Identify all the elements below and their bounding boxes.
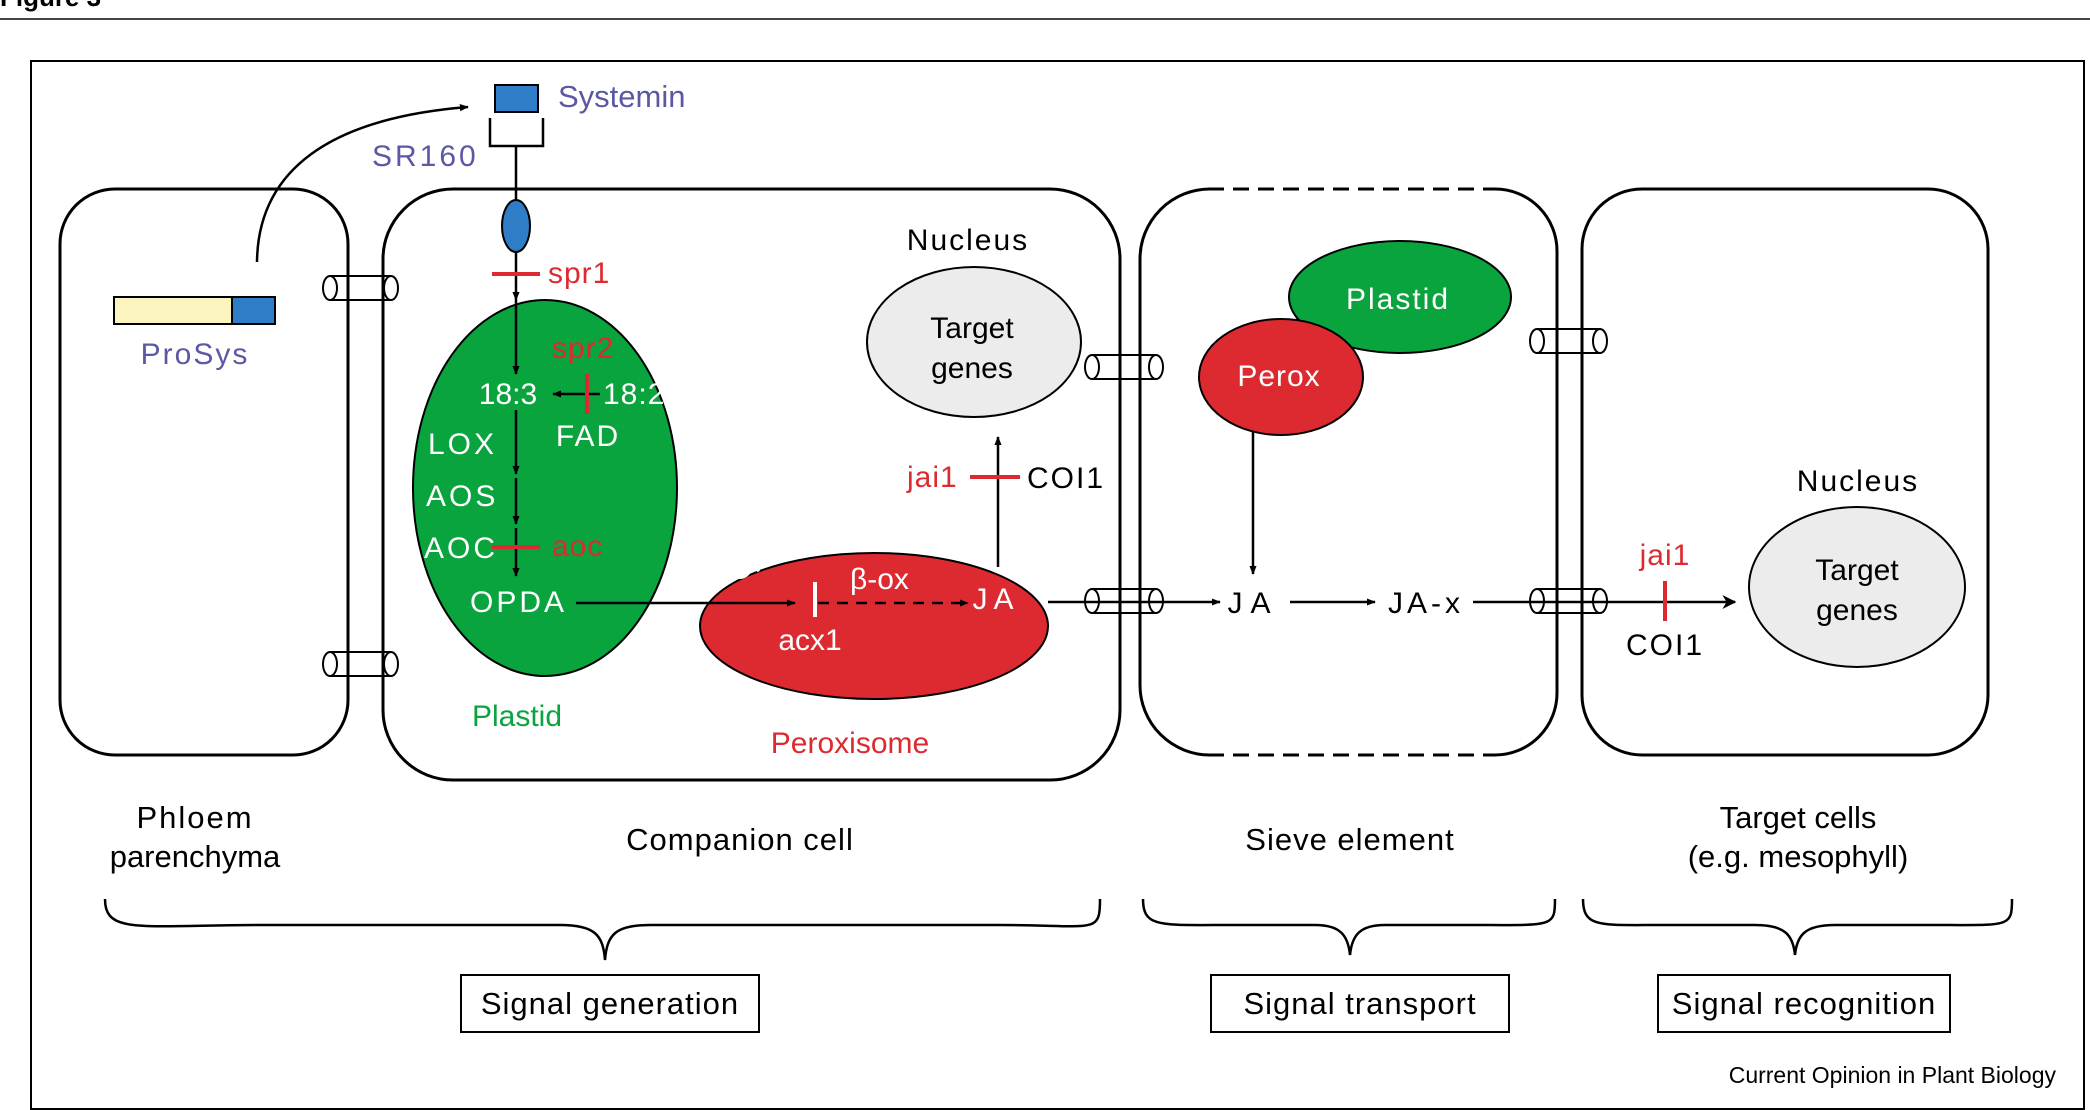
plastid-organelle	[412, 299, 678, 677]
plasmodesma-3	[1084, 354, 1164, 380]
brace-signal-transport	[1141, 898, 1557, 956]
companion-cell-caption: Companion cell	[626, 822, 854, 857]
plasmodesma-6	[1529, 588, 1608, 614]
prosys-systemin-domain	[231, 296, 276, 325]
sieve-plastid-label: Plastid	[1346, 283, 1450, 316]
nucleus-label-2: Nucleus	[1797, 465, 1919, 498]
signal-transport-label: Signal transport	[1243, 986, 1476, 1021]
jax-label: JA-x	[1388, 587, 1464, 620]
plasmodesma-2	[322, 651, 399, 677]
lox-label: LOX	[428, 428, 497, 461]
nucleus-1	[866, 266, 1082, 418]
spr1-label: spr1	[548, 257, 610, 290]
sieve-plastid	[1288, 240, 1512, 354]
brace-signal-generation	[103, 898, 1102, 961]
target-genes-2-line1: Target	[1815, 554, 1899, 587]
phloem-parenchyma-caption-2: parenchyma	[110, 839, 281, 874]
target-genes-1-line1: Target	[930, 312, 1014, 345]
signal-recognition-label: Signal recognition	[1672, 986, 1936, 1021]
peroxisome-organelle	[699, 552, 1049, 700]
signal-generation-box	[460, 974, 760, 1033]
companion-cell	[381, 187, 1122, 782]
aoc-mutant-label: aoc	[552, 530, 603, 563]
jai1-label-1: jai1	[906, 461, 958, 494]
opda-label: OPDA	[470, 586, 567, 619]
coi1-label-2: COI1	[1626, 629, 1704, 662]
c18-3-label: 18:3	[479, 378, 537, 411]
sr160-label: SR160	[372, 140, 479, 173]
signal-generation-label: Signal generation	[481, 986, 739, 1021]
ja-peroxisome-label: JA	[972, 583, 1019, 616]
spr2-label: spr2	[552, 332, 614, 365]
target-cells-caption-1: Target cells	[1720, 800, 1877, 835]
figure-frame	[30, 60, 2085, 1110]
figure-label: Figure 3	[0, 0, 101, 12]
plasmodesma-1	[322, 275, 399, 301]
jai1-label-2: jai1	[1639, 539, 1691, 572]
peroxisome-label: Peroxisome	[771, 727, 929, 760]
target-genes-1-line2: genes	[931, 352, 1013, 385]
journal-credit: Current Opinion in Plant Biology	[1729, 1062, 2057, 1088]
c18-2-label: 18:2	[603, 378, 665, 411]
acx1-label: acx1	[778, 624, 841, 657]
systemin-peptide	[494, 84, 539, 113]
systemin-release-arrow	[255, 104, 469, 263]
brace-signal-recognition	[1581, 898, 2014, 956]
prosys-precursor-pale	[113, 296, 233, 325]
phloem-parenchyma-caption-1: Phloem	[136, 800, 253, 835]
plastid-label: Plastid	[472, 700, 562, 733]
target-genes-2-line2: genes	[1816, 594, 1898, 627]
phloem-parenchyma-cell	[58, 187, 350, 757]
coi1-label-1: COI1	[1027, 462, 1105, 495]
systemin-label: Systemin	[558, 79, 685, 114]
receptor-signaling-oval	[501, 199, 531, 253]
sieve-perox-label: Perox	[1237, 360, 1320, 393]
sieve-perox	[1198, 318, 1364, 436]
fad-label: FAD	[556, 420, 620, 453]
aos-label: AOS	[426, 480, 498, 513]
sieve-element-caption: Sieve element	[1245, 822, 1454, 857]
target-cell	[1580, 187, 1990, 757]
aoc-label: AOC	[424, 532, 498, 565]
beta-ox-label: β-ox	[850, 563, 909, 596]
target-cells-caption-2: (e.g. mesophyll)	[1688, 839, 1909, 874]
signal-transport-box	[1210, 974, 1510, 1033]
nucleus-2	[1748, 506, 1966, 668]
ja-sieve-label: JA	[1227, 587, 1278, 620]
signal-recognition-box	[1657, 974, 1951, 1033]
sr160-receptor	[488, 118, 545, 203]
nucleus-label-1: Nucleus	[907, 224, 1029, 257]
prosys-label: ProSys	[141, 338, 250, 371]
plasmodesma-5	[1529, 328, 1608, 354]
